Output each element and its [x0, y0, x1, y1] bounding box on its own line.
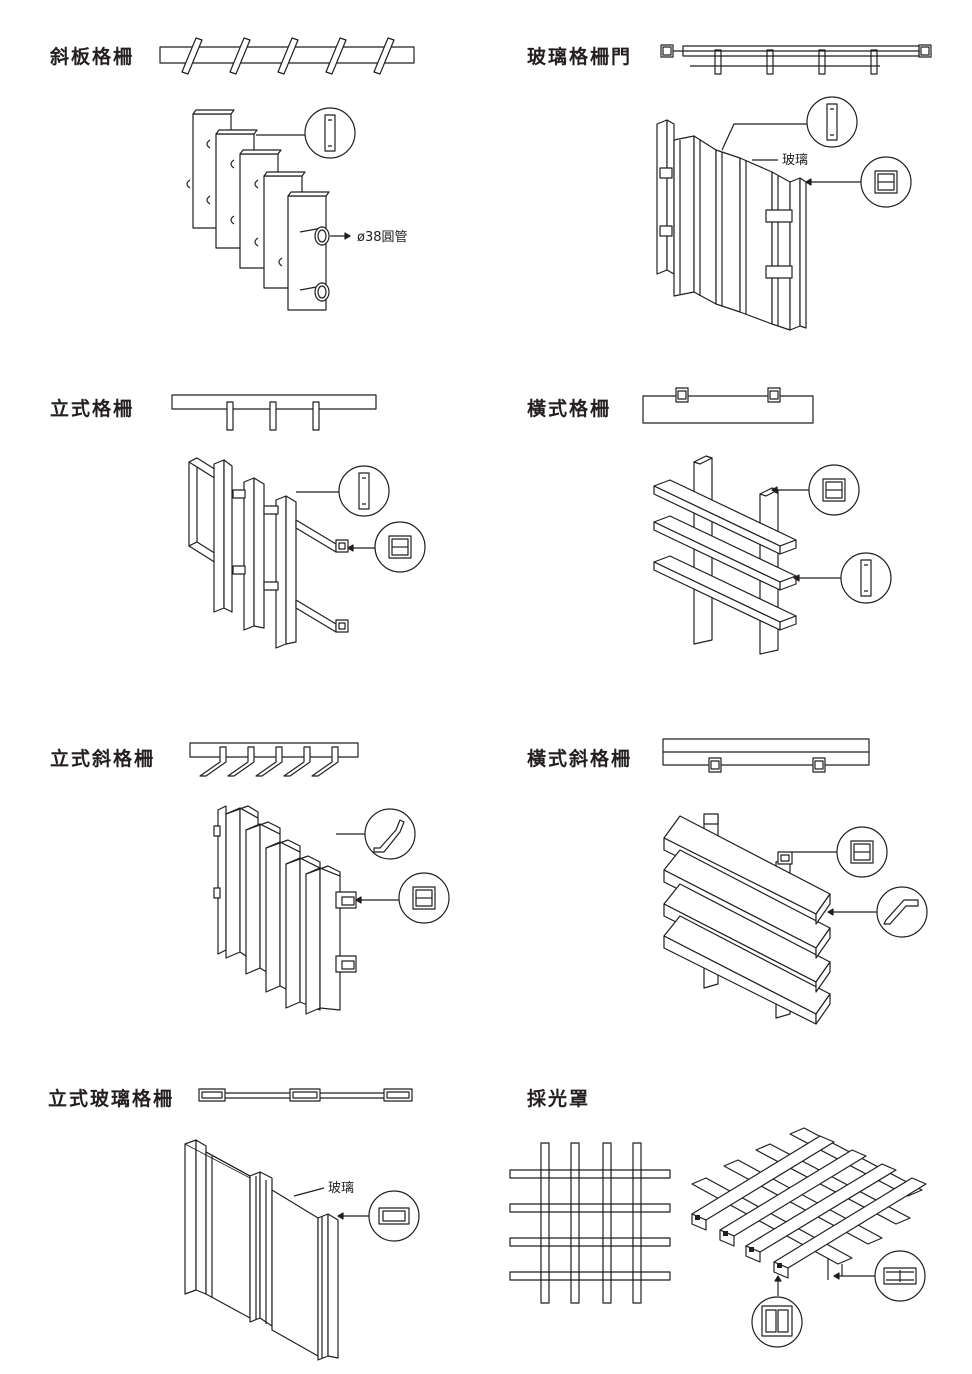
glass-grille-door-plan — [661, 45, 931, 74]
glass-label: 玻璃 — [782, 153, 808, 168]
title-slanted-plate-grille: 斜板格柵 — [50, 46, 135, 68]
horizontal-slant-grille-iso — [664, 814, 927, 1024]
title-vertical-grille: 立式格柵 — [50, 398, 135, 420]
title-horizontal-grille: 橫式格柵 — [527, 398, 612, 420]
skylight-canopy-iso — [692, 1128, 926, 1347]
title-vertical-slant-grille: 立式斜格柵 — [50, 748, 156, 770]
vertical-slant-grille-iso — [214, 806, 449, 1014]
title-skylight-canopy: 採光罩 — [527, 1088, 591, 1110]
vertical-grille-plan — [172, 395, 376, 430]
vertical-glass-grille-plan — [199, 1089, 412, 1101]
title-vertical-glass-grille: 立式玻璃格柵 — [48, 1088, 175, 1110]
glass-panel-label: 玻璃 — [328, 1181, 354, 1196]
vertical-slant-grille-plan — [190, 743, 358, 776]
horizontal-slant-grille-plan — [663, 739, 869, 772]
title-glass-grille-door: 玻璃格柵門 — [527, 46, 633, 68]
glass-grille-door-iso: 玻璃 — [657, 97, 911, 330]
round-pipe-label: ø38圓管 — [357, 230, 408, 245]
slanted-plate-grille-plan — [160, 38, 414, 74]
horizontal-grille-plan — [643, 388, 813, 423]
vertical-grille-iso — [189, 458, 425, 648]
skylight-canopy-plan — [510, 1143, 670, 1303]
vertical-glass-grille-iso: 玻璃 — [185, 1140, 419, 1360]
horizontal-grille-iso — [654, 456, 891, 654]
slanted-plate-grille-iso: ø38圓管 — [187, 108, 408, 310]
title-horizontal-slant-grille: 橫式斜格柵 — [527, 748, 633, 770]
